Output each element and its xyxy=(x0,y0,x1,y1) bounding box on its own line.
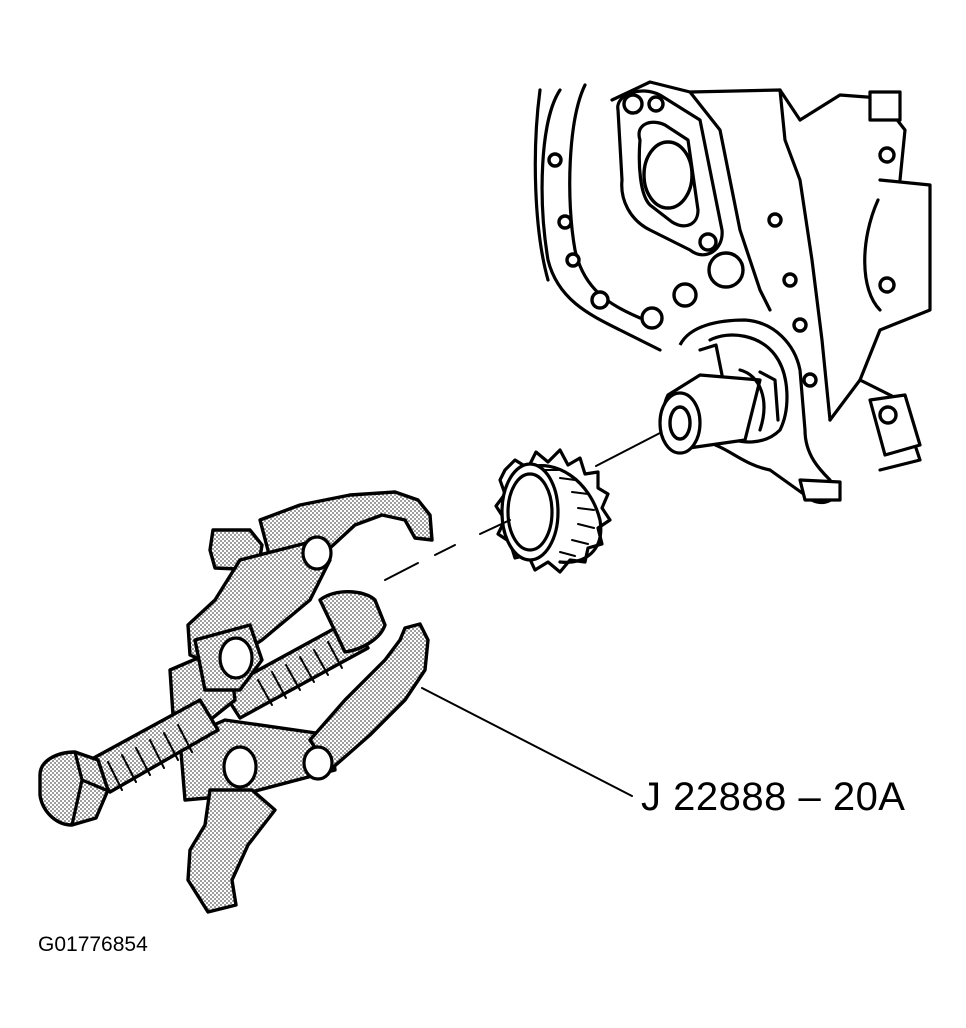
center-axis-line xyxy=(384,432,661,581)
three-jaw-puller-icon xyxy=(38,490,434,914)
crankshaft-sprocket-icon xyxy=(494,448,612,574)
figure-id: G01776854 xyxy=(38,933,148,956)
callout-leader xyxy=(421,687,633,797)
engine-front-cover-icon xyxy=(533,80,932,505)
tool-callout-label: J 22888 – 20A xyxy=(641,775,906,819)
